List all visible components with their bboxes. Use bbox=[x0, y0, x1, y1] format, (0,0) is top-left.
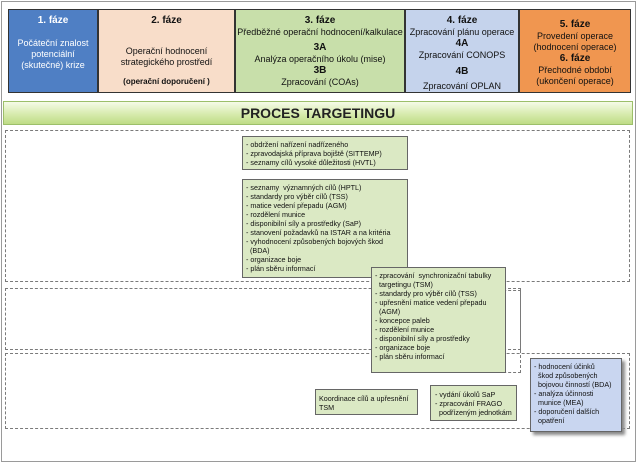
phase-5-line: (hodnocení operace) bbox=[533, 42, 617, 52]
box-line: Koordinace cílů a upřesnění bbox=[319, 394, 409, 403]
phase-3-title: 3. fáze bbox=[304, 15, 336, 26]
box-line: TSM bbox=[319, 403, 335, 412]
phase-1-box: 1. fáze Počáteční znalost potenciální (s… bbox=[8, 9, 98, 93]
list-item: - standardy pro výběr cílů (TSS) bbox=[246, 192, 348, 201]
box-damage-assessment: - hodnocení účinků škod způsobených bojo… bbox=[530, 358, 622, 432]
list-item: - standardy pro výběr cílů (TSS) bbox=[375, 289, 477, 298]
phase-2-title: 2. fáze bbox=[151, 15, 182, 26]
list-item: - doporučení dalších bbox=[534, 407, 600, 416]
list-item: - seznamy významných cílů (HPTL) bbox=[246, 183, 362, 192]
list-item: - zpracování synchronizační tabulky bbox=[375, 271, 492, 280]
list-item: targetingu (TSM) bbox=[375, 280, 433, 289]
phase-3-box: 3. fáze Předběžné operační hodnocení/kal… bbox=[235, 9, 405, 93]
phase-4-title: 4. fáze bbox=[446, 15, 478, 26]
list-item: (BDA) bbox=[246, 246, 270, 255]
list-item: - obdržení nařízení nadřízeného bbox=[246, 140, 349, 149]
phase-5-line: Provedení operace bbox=[536, 31, 614, 41]
phase-6-line: (ukončení operace) bbox=[536, 76, 614, 86]
list-item: opatření bbox=[534, 416, 565, 425]
list-item: - zpracování FRAGO bbox=[435, 399, 503, 408]
phase-6-line: Přechodné období bbox=[538, 65, 612, 75]
list-item: - vydání úkolů SaP bbox=[435, 390, 496, 399]
zone-execution bbox=[5, 353, 630, 429]
phase-2-line: Operační hodnocení bbox=[125, 46, 208, 56]
box-task-issuing: - vydání úkolů SaP - zpracování FRAGO po… bbox=[430, 385, 517, 421]
list-item: - seznamy cílů vysoké důležitosti (HVTL) bbox=[246, 158, 376, 167]
phase-5-box: 5. fáze Provedení operace (hodnocení ope… bbox=[519, 9, 631, 93]
phase-1-line: potenciální bbox=[31, 49, 75, 59]
list-item: škod způsobených bbox=[534, 371, 598, 380]
phase-4a-text: Zpracování CONOPS bbox=[418, 50, 506, 60]
phase-4-line: Zpracování plánu operace bbox=[409, 27, 515, 37]
targeting-banner: PROCES TARGETINGU bbox=[3, 101, 633, 125]
phase-4b-text: Zpracování OPLAN bbox=[422, 81, 502, 91]
phase-2-line: strategického prostředí bbox=[120, 57, 213, 67]
phase-4-box: 4. fáze Zpracování plánu operace 4A Zpra… bbox=[405, 9, 519, 93]
list-item: - organizace boje bbox=[246, 255, 302, 264]
list-item: - plán sběru informací bbox=[375, 352, 445, 361]
phase-3-line: Předběžné operační hodnocení/kalkulace bbox=[237, 27, 403, 37]
phase-3a-text: Analýza operačního úkolu (mise) bbox=[254, 54, 386, 64]
phase-4b-label: 4B bbox=[455, 66, 469, 77]
list-item: - vyhodnocení způsobených bojových škod bbox=[246, 237, 384, 246]
box-target-coordination: Koordinace cílů a upřesnění TSM bbox=[315, 389, 418, 415]
phase-6-title: 6. fáze bbox=[559, 53, 591, 64]
list-item: munice (MEA) bbox=[534, 398, 584, 407]
phase-2-box: 2. fáze Operační hodnocení strategického… bbox=[98, 9, 235, 93]
phase-3b-label: 3B bbox=[313, 65, 327, 76]
list-item: - analýza účinnosti bbox=[534, 389, 594, 398]
list-item: - rozdělení munice bbox=[246, 210, 306, 219]
phase-1-line: (skutečné) krize bbox=[21, 60, 85, 70]
list-item: - hodnocení účinků bbox=[534, 362, 595, 371]
list-item: - rozdělení munice bbox=[375, 325, 435, 334]
list-item: - disponibilní síly a prostředky bbox=[375, 334, 470, 343]
list-item: (AGM) bbox=[375, 307, 401, 316]
phase-3b-text: Zpracování (COAs) bbox=[281, 77, 359, 87]
box-synchronization: - zpracování synchronizační tabulky targ… bbox=[371, 267, 506, 373]
list-item: - plán sběru informací bbox=[246, 264, 316, 273]
phase-5-title: 5. fáze bbox=[559, 19, 591, 30]
list-item: - upřesnění matice vedení přepadu bbox=[375, 298, 487, 307]
phase-2-note: (operační doporučení ) bbox=[123, 77, 210, 86]
zone-planning bbox=[5, 130, 630, 282]
list-item: podřízeným jednotkám bbox=[435, 408, 512, 417]
phase-1-title: 1. fáze bbox=[37, 15, 69, 26]
list-item: bojovou činností (BDA) bbox=[534, 380, 612, 389]
phase-1-line: Počáteční znalost bbox=[17, 38, 89, 48]
box-target-lists: - seznamy významných cílů (HPTL) - stand… bbox=[242, 179, 408, 278]
list-item: - stanovení požadavků na ISTAR a na krit… bbox=[246, 228, 391, 237]
list-item: - koncepce paleb bbox=[375, 316, 430, 325]
phase-3a-label: 3A bbox=[313, 42, 327, 53]
list-item: - zpravodajská příprava bojiště (SITTEMP… bbox=[246, 149, 382, 158]
list-item: - organizace boje bbox=[375, 343, 431, 352]
list-item: - matice vedení přepadu (AGM) bbox=[246, 201, 347, 210]
list-item: - disponibilní síly a prostředky (SaP) bbox=[246, 219, 362, 228]
phase-4a-label: 4A bbox=[455, 38, 469, 49]
box-intel-preparation: - obdržení nařízení nadřízeného - zpravo… bbox=[242, 136, 408, 170]
